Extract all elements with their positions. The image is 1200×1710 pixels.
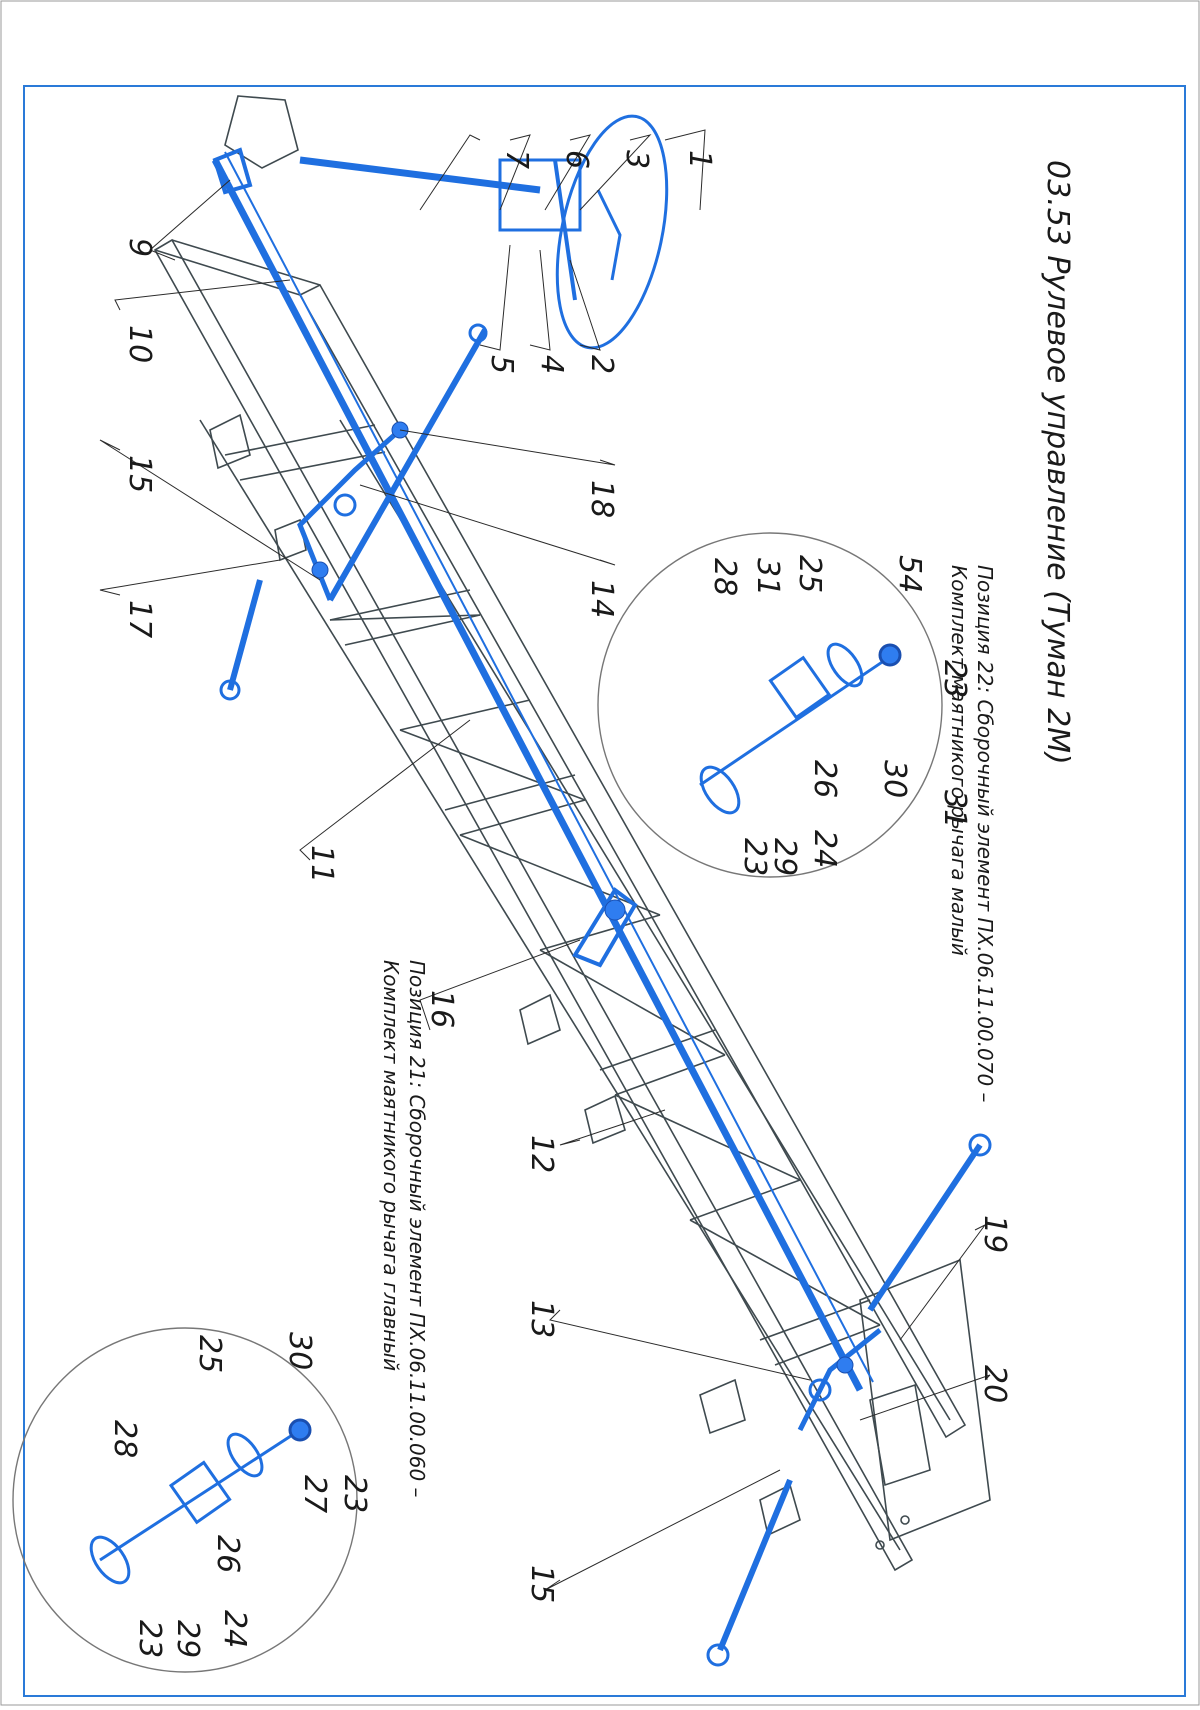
d21-label-23a: 23: [337, 1475, 372, 1513]
d22-label-54: 54: [892, 555, 927, 593]
d22-label-28: 28: [707, 558, 742, 596]
detail-21-caption-2: Комплект маятникого рычага главный: [379, 960, 403, 1371]
detail-22-labels: 54 25 31 28 23 31 30 26 24 29 23: [707, 555, 972, 876]
detail-21-labels: 30 25 28 23 27 26 24 29 23: [107, 1332, 372, 1658]
callout-15-a: 15: [122, 455, 157, 493]
callout-2: 2: [584, 355, 619, 374]
detail-circle-21: [12, 1327, 358, 1673]
callout-4: 4: [534, 355, 569, 374]
callout-20: 20: [977, 1365, 1012, 1403]
detail-21-caption: Позиция 21: Сборочный элемент ПХ.06.11.0…: [379, 960, 429, 1498]
callout-19: 19: [977, 1215, 1012, 1253]
steering-wheel: [555, 114, 669, 350]
d21-label-25: 25: [192, 1335, 227, 1373]
callout-6: 6: [559, 150, 594, 169]
callout-labels: 1 2 3 4 5 6 7 9 10 15 18 17 14 11 16 12 …: [122, 150, 1012, 1603]
d21-label-29: 29: [170, 1620, 205, 1658]
callout-18: 18: [584, 480, 619, 518]
detail-22-parts: [699, 642, 902, 815]
drawing-title: 03.53 Рулевое управление (Туман 2М): [1040, 160, 1075, 765]
d22-label-26: 26: [807, 760, 842, 798]
callout-14: 14: [584, 580, 619, 618]
tie-rod-rear-upper: [867, 1143, 983, 1312]
detail-21-parts: [89, 1418, 312, 1585]
d21-label-27: 27: [297, 1475, 332, 1513]
leader-lines: [99, 129, 991, 1591]
d21-label-30: 30: [282, 1332, 317, 1370]
d22-label-31b: 31: [937, 790, 972, 828]
detail-22-caption: Позиция 22: Сборочный элемент ПХ.06.11.0…: [947, 565, 997, 1103]
callout-9: 9: [122, 238, 157, 257]
callout-16: 16: [424, 990, 459, 1028]
steering-parts: [211, 95, 992, 1667]
tie-rod-lower: [227, 579, 263, 691]
detail-22-caption-2: Комплект маятникого рычага малый: [947, 565, 971, 956]
d22-label-23b: 23: [737, 838, 772, 876]
callout-13: 13: [524, 1300, 559, 1338]
tie-rod-upper: [327, 328, 488, 602]
center-link: [211, 158, 864, 1392]
callout-10: 10: [122, 325, 157, 363]
callout-11: 11: [304, 845, 339, 883]
d21-label-26: 26: [210, 1535, 245, 1573]
steering-gearbox: [224, 95, 299, 169]
callout-3: 3: [619, 150, 654, 169]
d21-label-23b: 23: [132, 1620, 167, 1658]
drawing-border: [23, 85, 1186, 1697]
d22-label-23a: 23: [937, 660, 972, 698]
detail-22-caption-1: Позиция 22: Сборочный элемент ПХ.06.11.0…: [973, 565, 997, 1103]
callout-17: 17: [122, 600, 157, 638]
detail-circle-22: [597, 532, 943, 878]
callout-12: 12: [524, 1135, 559, 1173]
d21-label-24: 24: [217, 1610, 252, 1648]
d22-label-30: 30: [877, 760, 912, 798]
callout-1: 1: [682, 150, 717, 169]
d22-label-31a: 31: [750, 558, 785, 596]
callout-15-b: 15: [524, 1565, 559, 1603]
callout-7: 7: [499, 150, 534, 169]
d22-label-25: 25: [792, 555, 827, 593]
chassis-frame: [153, 238, 991, 1572]
d22-label-29: 29: [767, 838, 802, 876]
center-bellcrank: [572, 887, 638, 968]
d22-label-24: 24: [807, 830, 842, 868]
d21-label-28: 28: [107, 1420, 142, 1458]
tie-rod-rear-lower: [717, 1478, 793, 1652]
title-block: 03.53 Рулевое управление (Туман 2М): [1040, 160, 1075, 765]
detail-21-caption-1: Позиция 21: Сборочный элемент ПХ.06.11.0…: [405, 960, 429, 1498]
callout-5: 5: [484, 355, 519, 374]
